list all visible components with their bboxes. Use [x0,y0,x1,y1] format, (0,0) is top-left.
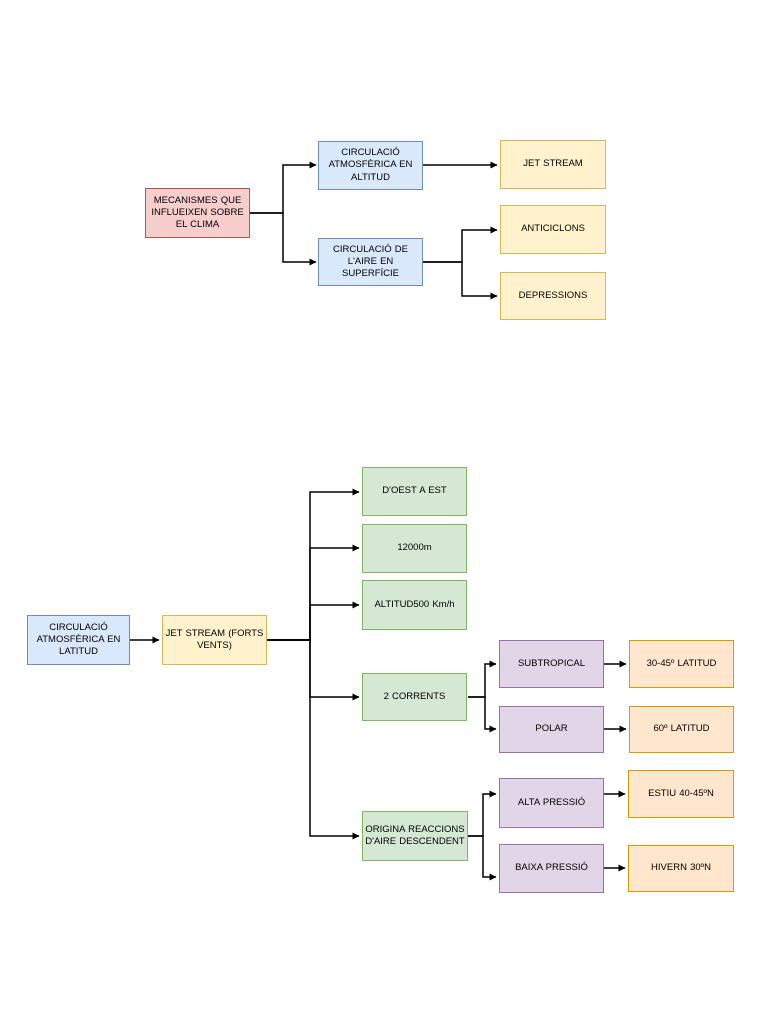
node-mecanismes-clima: MECANISMES QUE INFLUEIXEN SOBRE EL CLIMA [145,188,250,238]
node-circulacio-latitud: CIRCULACIÓ ATMOSFÈRICA EN LATITUD [27,615,130,665]
node-jet-stream: JET STREAM [500,140,606,189]
edge-mecanismes-to-circ-altitud [250,161,317,214]
edge-origina-to-alta-pressio [468,790,497,837]
node-polar: POLAR [499,706,604,753]
node-doest-a-est: D'OEST A EST [362,467,467,516]
node-anticiclons: ANTICICLONS [500,205,606,254]
node-baixa-pressio: BAIXA PRESSIÓ [499,844,604,893]
node-subtropical: SUBTROPICAL [499,640,604,688]
node-circulacio-altitud: CIRCULACIÓ ATMOSFÈRICA EN ALTITUD [318,141,423,190]
edge-2corrents-to-subtropical [468,660,497,698]
edge-jet-stream-forts-to-altitud500 [267,601,360,641]
edge-circ-superficie-to-anticiclons [423,226,498,263]
node-circulacio-superficie: CIRCULACIÓ DE L'AIRE EN SUPERFÍCIE [318,238,423,286]
edge-2corrents-to-polar [468,696,497,733]
edge-origina-to-baixa-pressio [468,835,497,881]
node-hivern-30n: HIVERN 30ºN [628,845,734,892]
node-estiu-40-45n: ESTIU 40-45ºN [628,770,734,818]
node-30-45-latitud: 30-45º LATITUD [629,640,734,688]
edge-jet-stream-forts-to-doest [267,488,360,641]
node-2-corrents: 2 CORRENTS [362,673,467,721]
node-altitud-500-kmh: ALTITUD500 Km/h [362,580,467,630]
node-alta-pressio: ALTA PRESSIÓ [499,778,604,828]
edge-circ-superficie-to-depressions [423,261,498,300]
edge-jet-stream-forts-to-origina [267,639,360,840]
edge-jet-stream-forts-to-2corrents [267,639,360,701]
node-60-latitud: 60º LATITUD [629,706,734,753]
node-depressions: DEPRESSIONS [500,272,606,320]
node-jet-stream-forts-vents: JET STREAM (FORTS VENTS) [162,615,267,665]
node-12000m: 12000m [362,524,467,573]
edge-mecanismes-to-circ-superficie [250,212,317,266]
node-origina-reaccions: ORIGINA REACCIONS D'AIRE DESCENDENT [362,811,468,861]
edge-jet-stream-forts-to-12000m [267,544,360,641]
